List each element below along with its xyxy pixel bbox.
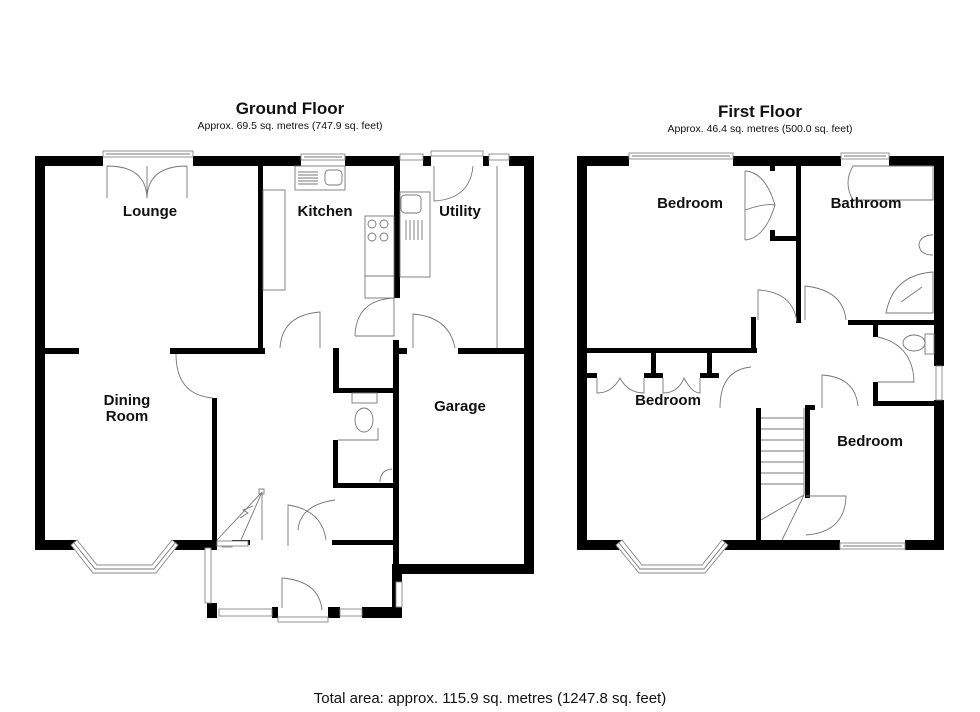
first-floor-area: Approx. 46.4 sq. metres (500.0 sq. feet)	[667, 123, 853, 135]
first-floor-title: First Floor	[717, 102, 803, 121]
ground-floor-labels: Lounge Kitchen Utility Dining Room Garag…	[104, 203, 486, 425]
ground-floor-area: Approx. 69.5 sq. metres (747.9 sq. feet)	[197, 120, 383, 132]
room-label-lounge: Lounge	[123, 203, 177, 220]
first-floor-labels: Bedroom Bathroom Bedroom Bedroom	[635, 195, 903, 450]
ground-floor-title: Ground Floor	[235, 99, 345, 118]
room-label-kitchen: Kitchen	[297, 203, 352, 220]
room-label-utility: Utility	[439, 203, 481, 220]
room-label-bathroom: Bathroom	[831, 195, 902, 212]
ground-floor-plan	[35, 150, 534, 623]
room-label-bedroom-1: Bedroom	[657, 195, 723, 212]
room-label-bedroom-2: Bedroom	[635, 392, 701, 409]
ground-floor-heading: Ground Floor Approx. 69.5 sq. metres (74…	[160, 99, 420, 132]
first-floor-plan	[577, 152, 944, 574]
room-label-garage: Garage	[434, 398, 486, 415]
room-label-dining: Dining	[104, 392, 151, 409]
total-area: Total area: approx. 115.9 sq. metres (12…	[313, 690, 667, 707]
room-label-bedroom-3: Bedroom	[837, 433, 903, 450]
first-floor-heading: First Floor Approx. 46.4 sq. metres (500…	[640, 102, 880, 135]
room-label-dining-room: Room	[106, 408, 149, 425]
